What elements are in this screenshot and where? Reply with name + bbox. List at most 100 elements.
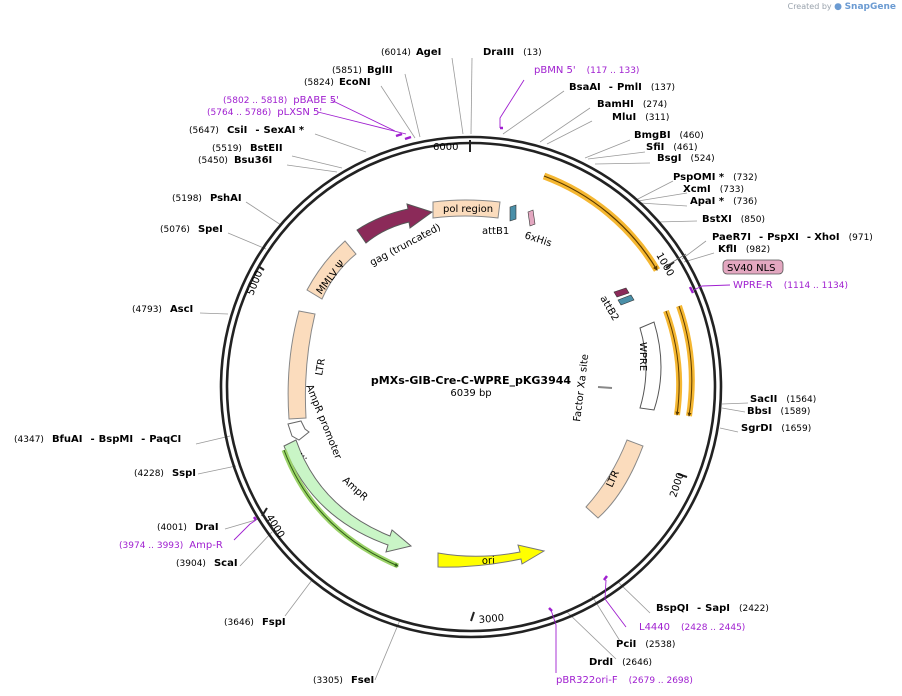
- primer-mark-wpre-r: [688, 286, 695, 294]
- primer-line-wpre-r: [693, 284, 731, 291]
- primer-wpre-r[interactable]: WPRE-R(1114 .. 1134): [733, 280, 848, 291]
- tick-marks: [257, 140, 688, 622]
- attb1-mark[interactable]: [509, 204, 517, 222]
- enzyme-paer7i-pspxi-xhoi[interactable]: PaeR7I-PspXI-XhoI(971): [712, 232, 873, 243]
- enzyme-pshai[interactable]: (5198)PshAI: [172, 193, 242, 204]
- cre-cds-arc[interactable]: [542, 172, 661, 272]
- wpre-label: WPRE: [637, 342, 648, 371]
- pol-region-label: pol region: [443, 204, 493, 215]
- leader-lines: [195, 57, 749, 681]
- enzyme-bsteii[interactable]: (5519)BstEII: [212, 143, 283, 154]
- credit-prefix: Created by: [787, 2, 832, 11]
- primer-amp-r[interactable]: (3974 .. 3993)Amp-R: [119, 540, 223, 551]
- enzyme-csii-sexai[interactable]: (5647)CsiI-SexAI *: [189, 125, 305, 136]
- primer-pbmn[interactable]: pBMN 5'(117 .. 133): [534, 65, 639, 76]
- enzyme-bamhi[interactable]: BamHI(274): [597, 99, 667, 110]
- enzyme-ageI[interactable]: (6014)AgeI: [381, 47, 441, 58]
- ampr-promoter-feature[interactable]: [287, 420, 310, 441]
- factor-xa-label: Factor Xa site: [572, 354, 591, 423]
- plasmid-name: pMXs-GIB-Cre-C-WPRE_pKG3944: [371, 374, 571, 387]
- ampr-label: AmpR: [340, 475, 370, 503]
- tick-label-6000: 6000: [433, 142, 458, 153]
- ori-feature[interactable]: [437, 544, 546, 568]
- primer-mark-pbabe: [395, 132, 403, 138]
- enzyme-pspomi[interactable]: PspOMI *(732): [673, 172, 757, 183]
- tick-label-2000: 2000: [668, 471, 686, 499]
- primer-plxsn[interactable]: (5764 .. 5786)pLXSN 5': [207, 107, 322, 118]
- pol-region-feature[interactable]: [432, 199, 501, 219]
- ltr-left-label: LTR: [314, 358, 328, 377]
- sv40-nls-box[interactable]: [722, 259, 784, 275]
- primer-line-ampr: [233, 519, 257, 541]
- attb2-mark-blue[interactable]: [617, 294, 635, 306]
- enzyme-asci[interactable]: (4793)AscI: [132, 304, 193, 315]
- enzyme-sfii[interactable]: SfiI(461): [646, 142, 698, 153]
- cre-cds-arrow: [543, 175, 658, 271]
- primer-mark-l4440: [603, 575, 608, 581]
- enzyme-mlui[interactable]: MluI(311): [612, 112, 669, 123]
- primer-l4440[interactable]: L4440(2428 .. 2445): [639, 622, 745, 633]
- backbone-outer: [219, 135, 723, 639]
- primer-line-pbmn: [499, 79, 525, 128]
- his-tag-mark[interactable]: [527, 209, 536, 227]
- enzyme-scai[interactable]: (3904)ScaI: [176, 558, 238, 569]
- primer-line-l4440: [604, 579, 627, 628]
- enzyme-bsgi[interactable]: BsgI(524): [657, 153, 715, 164]
- plasmid-length: 6039 bp: [450, 388, 491, 399]
- sv40-nls-label: SV40 NLS: [727, 263, 776, 274]
- primer-mark-plxsn: [404, 135, 412, 141]
- enzyme-spei[interactable]: (5076)SpeI: [160, 224, 223, 235]
- wpre-arrow-inner: [678, 305, 693, 417]
- enzyme-drdi[interactable]: DrdI(2646): [589, 657, 652, 668]
- ampr-outer-arrow: [283, 449, 399, 567]
- enzyme-bfuai-bspmi-paqci[interactable]: (4347)BfuAI-BspMI-PaqCI: [14, 434, 181, 445]
- primer-pbabe[interactable]: (5802 .. 5818)pBABE 5': [223, 95, 339, 106]
- primer-line-plxsn: [317, 111, 407, 135]
- wpre-arrow-outer: [665, 310, 680, 416]
- primer-labels: pBMN 5'(117 .. 133) (5802 .. 5818)pBABE …: [119, 65, 848, 686]
- enzyme-kfli[interactable]: KflI(982): [718, 244, 770, 255]
- enzyme-bspqi-sapi[interactable]: BspQI-SapI(2422): [656, 603, 769, 614]
- primer-line-pbr322: [550, 609, 557, 673]
- tick-label-4000: 4000: [263, 513, 286, 540]
- factor-xa-mark[interactable]: [597, 386, 613, 389]
- enzyme-bbsi[interactable]: BbsI(1589): [747, 406, 810, 417]
- gag-truncated-feature[interactable]: [356, 203, 434, 244]
- enzyme-bmgbi[interactable]: BmgBI(460): [634, 130, 704, 141]
- his-tag-label: 6xHis: [523, 230, 553, 249]
- sv40-leader: [665, 253, 687, 267]
- enzyme-sspi[interactable]: (4228)SspI: [134, 468, 196, 479]
- enzyme-econi[interactable]: (5824)EcoNI: [304, 77, 371, 88]
- wpre-feature[interactable]: [639, 321, 662, 411]
- wpre-arc-outer[interactable]: [663, 309, 683, 416]
- attb2-mark-magenta[interactable]: [613, 287, 630, 298]
- ltr-left-feature[interactable]: [287, 310, 316, 420]
- primer-pbr322ori-f[interactable]: pBR322ori-F(2679 .. 2698): [556, 675, 693, 686]
- primer-line-pbabe: [330, 99, 396, 132]
- enzyme-apai[interactable]: ApaI *(736): [690, 196, 757, 207]
- enzyme-drai[interactable]: (4001)DraI: [157, 522, 219, 533]
- ori-label: ori: [482, 555, 496, 567]
- primer-mark-ampr: [252, 516, 258, 521]
- enzyme-labels: (6014)AgeI DraIII(13) (5851)BglII (5824)…: [14, 47, 873, 686]
- ampr-feature[interactable]: [283, 439, 413, 553]
- credit-brand: SnapGene: [844, 2, 896, 12]
- enzyme-xcmi[interactable]: XcmI(733): [683, 184, 744, 195]
- enzyme-bsu36i[interactable]: (5450)Bsu36I: [198, 155, 272, 166]
- enzyme-draiii[interactable]: DraIII(13): [483, 47, 542, 58]
- snapgene-logo: ●: [834, 2, 843, 12]
- ltr-right-feature[interactable]: [585, 439, 644, 519]
- tick-label-3000: 3000: [478, 613, 504, 626]
- enzyme-sacii[interactable]: SacII(1564): [750, 394, 816, 405]
- enzyme-bglii[interactable]: (5851)BglII: [332, 65, 393, 76]
- attb1-label: attB1: [482, 226, 509, 237]
- attb2-label: attB2: [597, 294, 620, 323]
- mmlv-psi-feature[interactable]: [306, 240, 357, 300]
- enzyme-pcii[interactable]: PciI(2538): [616, 639, 675, 650]
- enzyme-bsaai-pmli[interactable]: BsaAI-PmlI(137): [569, 82, 675, 93]
- enzyme-bstxi[interactable]: BstXI(850): [702, 214, 765, 225]
- enzyme-fsei[interactable]: (3305)FseI: [313, 675, 374, 686]
- enzyme-fspi[interactable]: (3646)FspI: [224, 617, 286, 628]
- enzyme-sgrdi[interactable]: SgrDI(1659): [741, 423, 811, 434]
